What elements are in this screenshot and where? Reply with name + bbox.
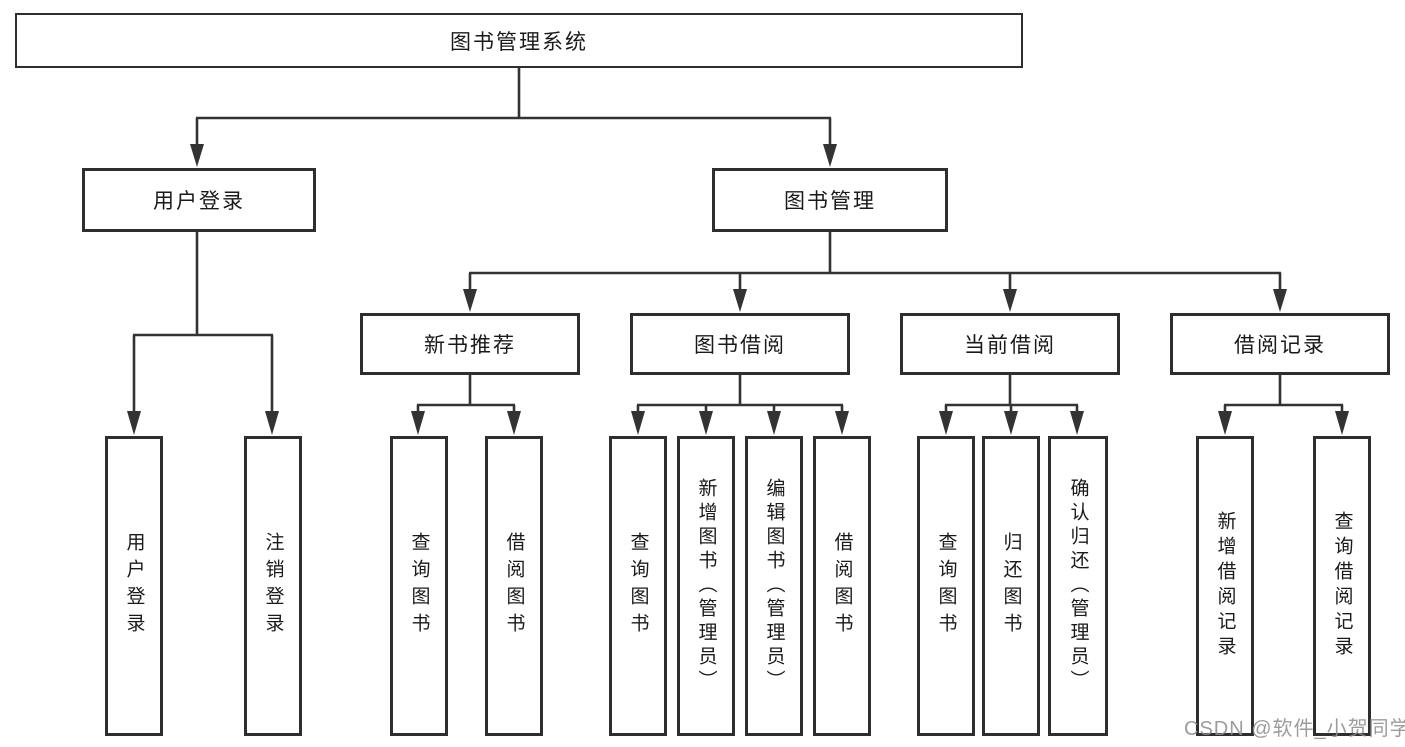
leaf-logout-login: 注销登录 xyxy=(244,436,302,736)
leaf-add-borrow-record: 新增借阅记录 xyxy=(1196,436,1254,736)
node-user-login-label: 用户登录 xyxy=(153,190,245,213)
node-borrowing-records-label: 借阅记录 xyxy=(1234,334,1326,357)
node-new-book-recommend: 新书推荐 xyxy=(360,313,580,375)
connector-book-borrowing-group xyxy=(631,375,849,435)
leaf-borrow-books-borrowing-label: 借阅图书 xyxy=(831,532,853,640)
node-book-borrowing-label: 图书借阅 xyxy=(694,334,786,357)
node-current-borrowing: 当前借阅 xyxy=(900,313,1120,375)
leaf-add-books-admin: 新增图书（管理员） xyxy=(677,436,735,736)
connector-root-to-level1 xyxy=(190,68,837,167)
csdn-watermark: CSDN @软件_小贺同学 xyxy=(1184,718,1405,740)
node-current-borrowing-label: 当前借阅 xyxy=(964,334,1056,357)
leaf-edit-books-admin: 编辑图书（管理员） xyxy=(745,436,803,736)
leaf-add-borrow-record-label: 新增借阅记录 xyxy=(1214,511,1236,661)
leaf-query-books-current: 查询图书 xyxy=(917,436,975,736)
leaf-query-books-recommend-label: 查询图书 xyxy=(408,532,430,640)
leaf-user-login: 用户登录 xyxy=(105,436,163,736)
node-root-system: 图书管理系统 xyxy=(15,13,1023,68)
leaf-edit-books-admin-label: 编辑图书（管理员） xyxy=(763,478,785,694)
leaf-confirm-return-admin: 确认归还（管理员） xyxy=(1048,436,1108,736)
node-book-management-label: 图书管理 xyxy=(784,190,876,213)
node-book-borrowing: 图书借阅 xyxy=(630,313,850,375)
leaf-query-borrow-record-label: 查询借阅记录 xyxy=(1331,511,1353,661)
node-book-management: 图书管理 xyxy=(712,168,948,232)
connector-book-management-to-level2 xyxy=(463,232,1287,312)
connector-user-login-group xyxy=(127,232,279,435)
leaf-add-books-admin-label: 新增图书（管理员） xyxy=(695,478,717,694)
node-new-book-recommend-label: 新书推荐 xyxy=(424,334,516,357)
connector-borrowing-records-group xyxy=(1218,375,1349,435)
connector-current-borrowing-group xyxy=(939,375,1084,435)
leaf-user-login-label: 用户登录 xyxy=(123,532,145,640)
leaf-query-books-borrowing-label: 查询图书 xyxy=(627,532,649,640)
leaf-borrow-books-recommend: 借阅图书 xyxy=(485,436,543,736)
leaf-query-books-borrowing: 查询图书 xyxy=(609,436,667,736)
connector-new-book-recommend-group xyxy=(411,375,521,435)
leaf-return-books: 归还图书 xyxy=(982,436,1040,736)
node-user-login: 用户登录 xyxy=(82,168,316,232)
node-root-system-label: 图书管理系统 xyxy=(450,30,588,54)
leaf-return-books-label: 归还图书 xyxy=(1000,532,1022,640)
leaf-query-books-recommend: 查询图书 xyxy=(390,436,448,736)
leaf-query-borrow-record: 查询借阅记录 xyxy=(1313,436,1371,736)
node-borrowing-records: 借阅记录 xyxy=(1170,313,1390,375)
leaf-borrow-books-borrowing: 借阅图书 xyxy=(813,436,871,736)
leaf-query-books-current-label: 查询图书 xyxy=(935,532,957,640)
leaf-borrow-books-recommend-label: 借阅图书 xyxy=(503,532,525,640)
leaf-confirm-return-admin-label: 确认归还（管理员） xyxy=(1067,478,1089,694)
leaf-logout-login-label: 注销登录 xyxy=(262,532,284,640)
